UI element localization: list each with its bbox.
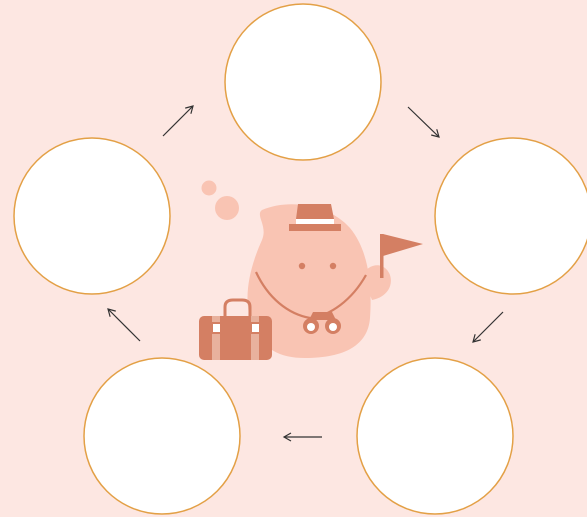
bubble-icon-large — [215, 196, 239, 220]
cycle-node-top — [224, 3, 382, 161]
flag-icon — [380, 234, 423, 278]
bubble-icon-small — [201, 180, 217, 196]
mascot-eye-right — [329, 262, 337, 270]
arrow-left-to-top — [162, 105, 194, 137]
mascot-arm — [362, 265, 391, 300]
arrow-right-to-bottom-right — [472, 311, 504, 343]
cycle-node-bottom-left — [83, 357, 241, 515]
arrow-top-to-right — [407, 106, 440, 138]
hat-icon — [289, 204, 341, 231]
cycle-node-right — [434, 137, 587, 295]
binoculars-icon — [303, 312, 341, 334]
mascot-body — [247, 204, 371, 358]
mascot-eye-left — [298, 262, 306, 270]
traveler-mascot-icon — [201, 180, 423, 358]
cycle-node-bottom-right — [356, 357, 514, 515]
arrow-bottom-left-to-left — [107, 308, 141, 342]
cycle-node-left — [13, 137, 171, 295]
suitcase-icon — [199, 298, 272, 360]
